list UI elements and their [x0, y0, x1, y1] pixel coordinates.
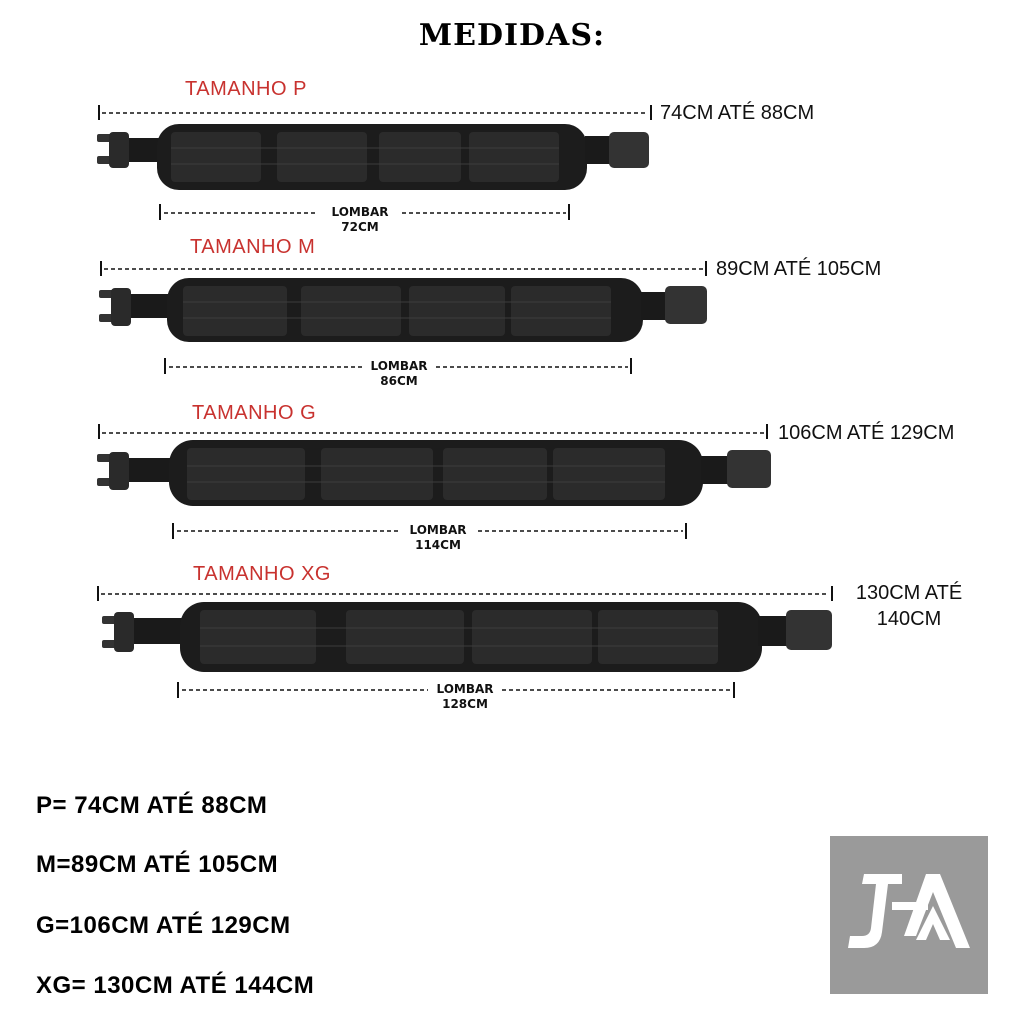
belt-image-xg: [102, 602, 832, 672]
lombar-value: 128CM: [442, 697, 488, 711]
brand-logo: [830, 836, 988, 994]
page-title: MEDIDAS:: [418, 18, 606, 53]
range-label-g: 106CM ATÉ 129CM: [778, 422, 955, 444]
summary-xg: XG= 130CM ATÉ 144CM: [36, 972, 315, 999]
size-label-p: TAMANHO P: [185, 78, 307, 100]
size-label-m: TAMANHO M: [190, 236, 316, 258]
range-line-1: 130CM ATÉ: [855, 582, 963, 604]
belt-image-m: [99, 278, 707, 342]
summary-g: G=106CM ATÉ 129CM: [36, 912, 291, 939]
range-label-p: 74CM ATÉ 88CM: [660, 102, 815, 124]
lombar-xg: LOMBAR 128CM: [428, 682, 502, 712]
buckle-left: [97, 132, 159, 168]
lombar-label: LOMBAR: [331, 205, 389, 219]
lombar-label: LOMBAR: [409, 523, 467, 537]
logo-mark-icon: [848, 874, 970, 948]
summary-m: M=89CM ATÉ 105CM: [36, 851, 279, 878]
size-label-g: TAMANHO G: [192, 402, 317, 424]
range-label-m: 89CM ATÉ 105CM: [716, 258, 882, 280]
lombar-value: 72CM: [341, 220, 379, 234]
belt-image-p: [97, 124, 649, 190]
lombar-value: 86CM: [380, 374, 418, 388]
size-label-xg: TAMANHO XG: [193, 563, 331, 585]
summary-p: P= 74CM ATÉ 88CM: [36, 792, 268, 819]
belt-image-g: [97, 440, 771, 506]
lombar-label: LOMBAR: [370, 359, 428, 373]
lombar-g: LOMBAR 114CM: [398, 523, 478, 553]
range-label-xg: 130CM ATÉ 140CM: [851, 580, 967, 632]
range-line-2: 140CM: [876, 608, 942, 630]
lombar-value: 114CM: [415, 538, 461, 552]
lombar-label: LOMBAR: [436, 682, 494, 696]
lombar-m: LOMBAR 86CM: [362, 359, 436, 389]
lombar-p: LOMBAR 72CM: [318, 205, 402, 235]
